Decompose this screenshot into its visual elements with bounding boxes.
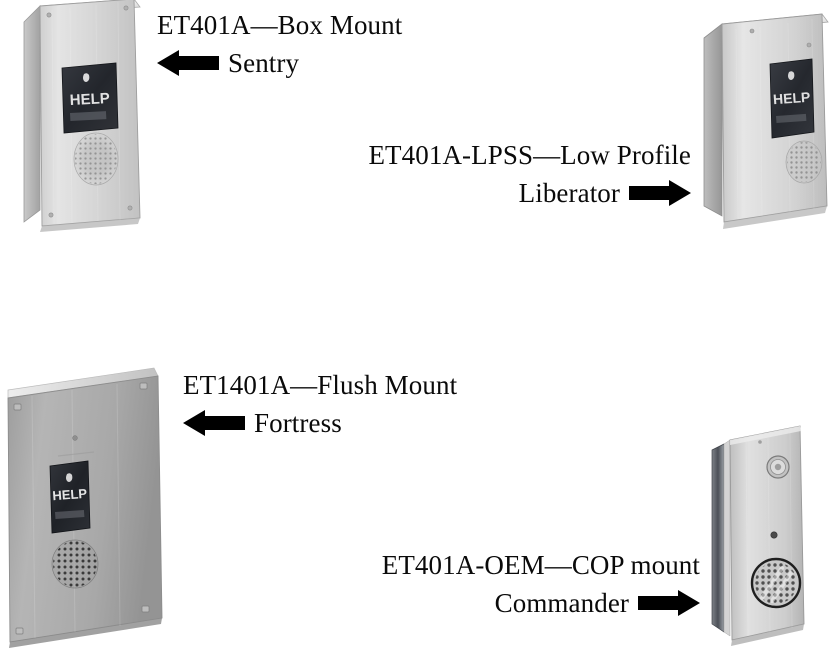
nickname-row-box-mount: Sentry: [157, 44, 402, 82]
nickname-label-box-mount: Sentry: [228, 48, 300, 78]
nickname-row-cop-mount: Commander: [278, 584, 700, 622]
nickname-label-low-profile: Liberator: [518, 178, 620, 208]
left-arrow-icon: [157, 50, 219, 76]
nickname-label-flush-mount: Fortress: [254, 408, 342, 438]
caption-flush-mount: ET1401A—Flush Mount Fortress: [183, 366, 457, 442]
right-arrow-icon: [629, 180, 691, 206]
nickname-row-flush-mount: Fortress: [183, 404, 457, 442]
product-image-flush-mount: HELP: [2, 366, 172, 656]
model-label-flush-mount: ET1401A—Flush Mount: [183, 370, 458, 400]
caption-box-mount: ET401A—Box Mount Sentry: [157, 6, 402, 82]
product-image-cop-mount: [706, 418, 816, 658]
model-label-box-mount: ET401A—Box Mount: [157, 10, 403, 40]
svg-text:HELP: HELP: [69, 90, 110, 109]
product-image-box-mount: HELP: [18, 0, 158, 236]
right-arrow-icon: [638, 590, 700, 616]
model-label-cop-mount: ET401A-OEM—COP mount: [381, 550, 700, 580]
nickname-label-cop-mount: Commander: [494, 588, 629, 618]
model-label-low-profile: ET401A-LPSS—Low Profile: [368, 140, 691, 170]
left-arrow-icon: [183, 410, 245, 436]
caption-cop-mount: ET401A-OEM—COP mount Commander: [278, 546, 700, 622]
svg-text:HELP: HELP: [52, 486, 88, 503]
caption-low-profile: ET401A-LPSS—Low Profile Liberator: [276, 136, 691, 212]
product-image-low-profile: HELP: [694, 10, 835, 245]
svg-text:HELP: HELP: [772, 89, 810, 108]
nickname-row-low-profile: Liberator: [276, 174, 691, 212]
